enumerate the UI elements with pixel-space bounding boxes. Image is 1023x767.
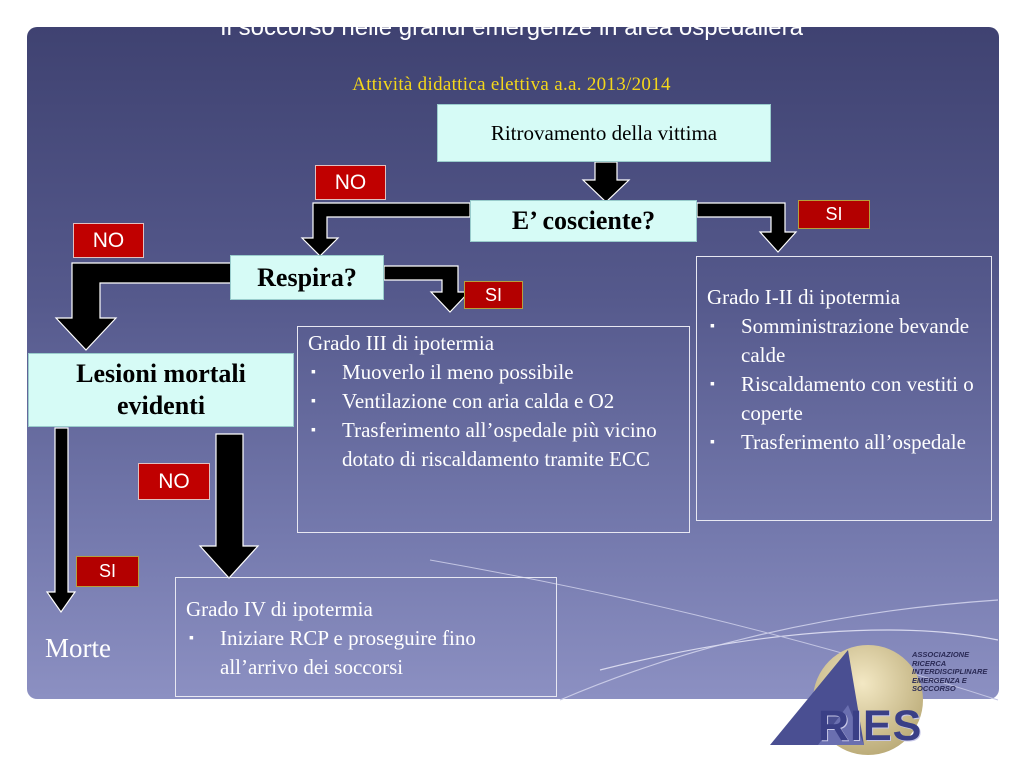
box-grade-3: Grado III di ipotermia ▪Muoverlo il meno… (297, 326, 690, 533)
tag-si-lesions: SI (76, 556, 139, 587)
tag-no-lesions: NO (138, 463, 210, 500)
logo-triangle-light (818, 705, 864, 745)
arrow-lesions-si (45, 427, 77, 614)
list-item: ▪Trasferimento all’ospedale (697, 428, 991, 457)
slide-subtitle: Attività didattica elettiva a.a. 2013/20… (352, 74, 671, 95)
box-grade-4: Grado IV di ipotermia ▪Iniziare RCP e pr… (175, 577, 557, 697)
bullet-icon: ▪ (189, 631, 194, 646)
grade-3-list: ▪Muoverlo il meno possibile ▪Ventilazion… (298, 358, 689, 474)
arrow-breathing-si (383, 265, 471, 313)
list-item: ▪Muoverlo il meno possibile (298, 358, 689, 387)
list-item: ▪Trasferimento all’ospedale più vicino d… (311, 418, 657, 471)
node-conscious: E’ cosciente? (470, 200, 697, 242)
bullet-icon: ▪ (710, 377, 715, 392)
tag-no-breathing: NO (73, 223, 144, 258)
node-breathing: Respira? (230, 255, 384, 300)
arrow-breathing-no (54, 262, 232, 351)
list-item: ▪Iniziare RCP e proseguire fino all’arri… (189, 626, 476, 679)
grade-4-title: Grado IV di ipotermia (186, 597, 373, 621)
arrow-lesions-no (198, 433, 260, 579)
arrow-conscious-no (300, 202, 471, 257)
bullet-icon: ▪ (710, 319, 715, 334)
logo-mark: RIES (818, 702, 923, 750)
grade-3-title: Grado III di ipotermia (308, 331, 495, 355)
node-lesions-label: Lesioni mortali evidenti (76, 359, 246, 420)
arrow-conscious-si (696, 202, 798, 253)
list-item: ▪Riscaldamento con vestiti o coperte (710, 372, 974, 425)
bullet-icon: ▪ (710, 435, 715, 450)
tag-si-conscious: SI (798, 200, 870, 229)
tag-no-conscious: NO (315, 165, 386, 200)
grade-1-2-title: Grado I-II di ipotermia (707, 285, 901, 309)
slide-title: Il soccorso nelle grandi emergenze in ar… (219, 14, 803, 41)
logo-org-name: ASSOCIAZIONE RICERCA INTERDISCIPLINARE E… (912, 650, 988, 693)
outcome-death: Morte (45, 633, 111, 663)
box-grade-1-2: Grado I-II di ipotermia ▪Somministrazion… (696, 256, 992, 521)
node-lesions: Lesioni mortali evidenti (28, 353, 294, 427)
arrow-start-to-conscious (581, 161, 631, 203)
list-item: ▪Ventilazione con aria calda e O2 (298, 387, 689, 416)
node-start: Ritrovamento della vittima (437, 104, 771, 162)
grade-4-list: ▪Iniziare RCP e proseguire fino all’arri… (176, 624, 556, 682)
bullet-icon: ▪ (311, 365, 316, 380)
swoosh-line (559, 599, 999, 701)
bullet-icon: ▪ (311, 394, 316, 409)
swoosh-line (599, 629, 999, 671)
bullet-icon: ▪ (311, 423, 316, 438)
grade-1-2-list: ▪Somministrazione bevande calde ▪Riscald… (697, 312, 991, 457)
node-start-label: Ritrovamento della vittima (490, 120, 718, 145)
node-breathing-label: Respira? (257, 262, 357, 292)
tag-si-breathing: SI (464, 281, 523, 309)
list-item: ▪Somministrazione bevande calde (710, 314, 970, 367)
node-conscious-label: E’ cosciente? (511, 206, 656, 235)
